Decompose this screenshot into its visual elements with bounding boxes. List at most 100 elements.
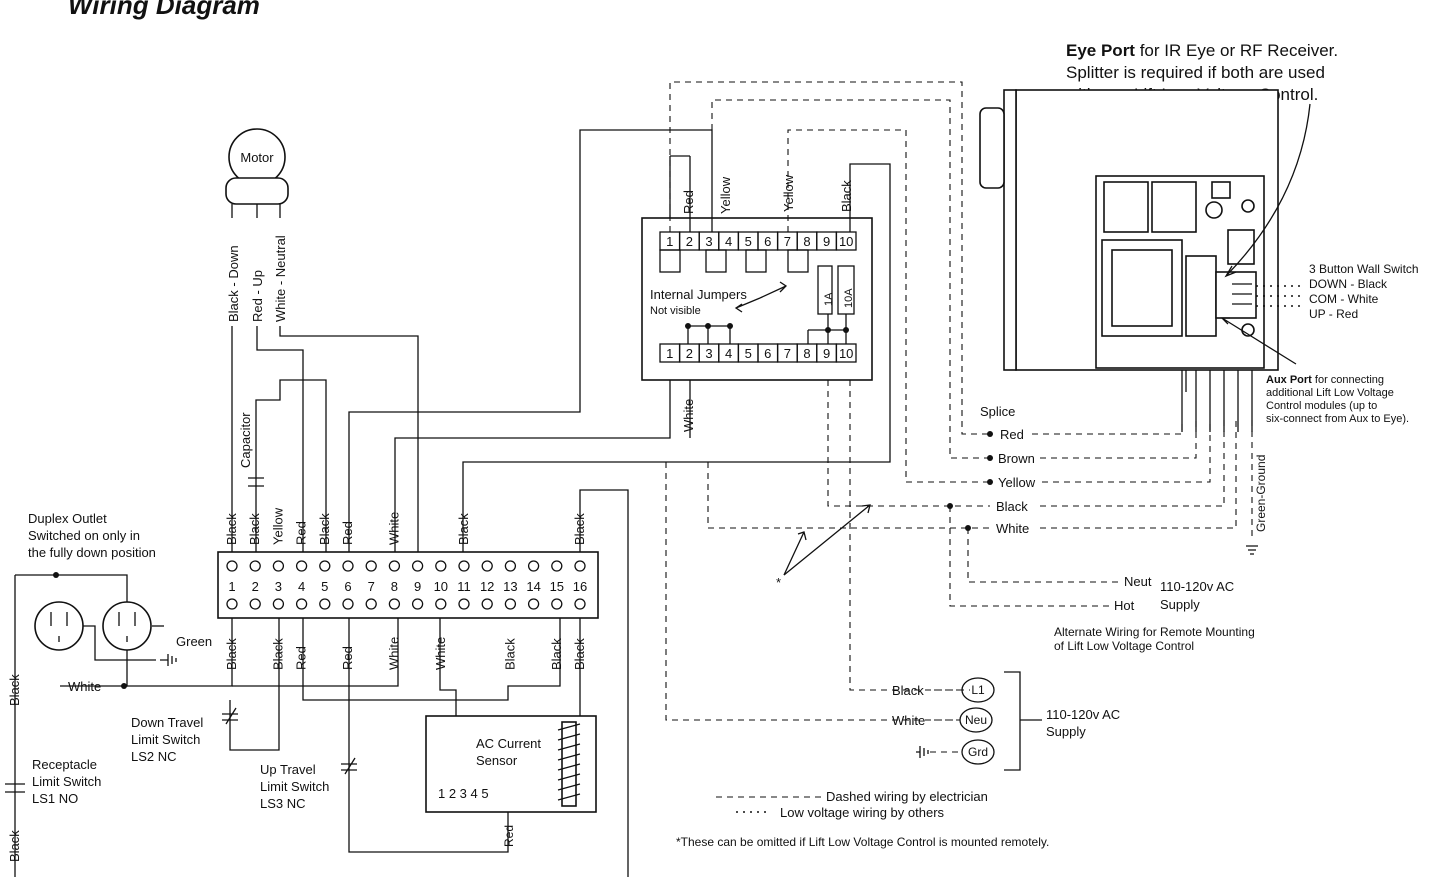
terminal-strip-number: 15 [550,579,564,594]
motor-wire-red-up: Red - Up [250,270,265,322]
terminal-strip-number: 3 [275,579,282,594]
terminal-hole-bottom [365,598,377,610]
control-terminal-top [835,231,857,251]
terminal-hole-top [551,560,563,572]
terminal-hole-bottom [226,598,238,610]
motor-wire-white-neutral: White - Neutral [273,235,288,322]
jumper-arrows [734,281,788,313]
pcb-screw-2 [1241,199,1255,213]
control-terminal-bottom-label: 3 [705,346,712,361]
fuse-1a-label: 1A [823,292,835,306]
pcb-screw-1 [1205,201,1223,219]
duplex-black-label-lower: Black [7,830,22,862]
strip-top-wire-label: White [386,512,401,545]
ac-sensor-red-label: Red [502,825,516,847]
terminal-strip-number: 7 [368,579,375,594]
control-terminal-top-label: 7 [784,234,791,249]
dashed-electrician-wiring [665,81,1120,798]
terminal-hole-top [481,560,493,572]
terminal-strip-number: 4 [298,579,305,594]
splice-yellow: Yellow [998,475,1036,490]
down-switch-line3: LS2 NC [131,749,177,764]
terminal-hole-bottom [458,598,470,610]
control-terminal-top-label: 1 [666,234,673,249]
alt-supply-hot: Hot [1114,598,1135,613]
terminal-hole-top [574,560,586,572]
terminal-hole-top [365,560,377,572]
terminal-hole-top [249,560,261,572]
strip-top-wire-label: Black [247,513,262,545]
lift-low-voltage-control [979,89,1279,432]
not-visible-label: Not visible [650,305,701,317]
control-terminal-bottom-label: 1 [666,346,673,361]
strip-bottom-wire-label: Red [340,646,355,670]
terminal-strip-number: 11 [457,579,471,594]
terminal-block-left [1185,255,1217,337]
supply-dashed [930,689,962,753]
control-terminal-top-label: 2 [686,234,693,249]
terminal-hole-bottom [504,598,517,610]
aux-port-line1: Aux Port for connecting [1266,374,1384,386]
motor-base [225,177,289,205]
terminal-hole-bottom [527,598,540,610]
terminal-hole-bottom [342,598,354,610]
relay-2 [1151,181,1197,233]
aux-port-line3: Control modules (up to [1266,400,1377,412]
terminal-hole-top [435,560,447,572]
alt-supply-line1: 110-120v AC [1160,579,1234,594]
aux-port-pointer [1220,317,1297,365]
ac-sensor-terminals: 1 2 3 4 5 [438,786,489,801]
receptacle-switch-line3: LS1 NO [32,791,78,806]
terminal-neu: Neu [965,713,987,727]
motor-wire-black-down: Black - Down [226,245,241,322]
wall-switch-down: DOWN - Black [1309,277,1388,291]
terminal-hole-top [319,560,331,572]
terminal-strip-number: 6 [344,579,351,594]
eye-port-note-line2: Splitter is required if both are used [1066,63,1325,82]
terminal-hole-top [342,560,354,572]
control-terminal-bottom-label: 8 [803,346,810,361]
splice-wires [947,431,993,531]
control-terminal-top-label: 9 [823,234,830,249]
terminal-hole-top [388,560,401,572]
terminal-hole-top [295,560,308,572]
strip-bottom-wire-label: Red [294,646,309,670]
receptacle-switch-line2: Limit Switch [32,774,101,789]
outlet-receptacle-right [102,601,152,651]
terminal-hole-bottom [574,598,586,610]
terminal-strip-number: 5 [321,579,328,594]
wall-switch-com: COM - White [1309,292,1379,306]
duplex-black-label-upper: Black [7,674,22,706]
splice-label: Splice [980,404,1015,419]
ac-sensor-line1: AC Current [476,736,541,751]
control-wire-black-label: Black [839,180,854,212]
terminal-hole-bottom [249,598,261,610]
control-terminal-bottom-label: 4 [725,346,732,361]
control-terminal-top-label: 10 [839,234,853,249]
aux-port-line4: six-connect from Aux to Eye). [1266,413,1409,425]
terminal-strip-number: 12 [480,579,494,594]
receptacle-switch-line1: Receptacle [32,757,97,772]
legend-dashed: Dashed wiring by electrician [826,789,988,804]
splice-black: Black [996,499,1028,514]
alt-supply-note2: of Lift Low Voltage Control [1054,639,1194,653]
control-terminal-top-label: 5 [745,234,752,249]
low-voltage-dotted-wiring [736,285,1304,813]
fuse-10a-label: 10A [843,288,855,308]
main-supply-line2: Supply [1046,724,1086,739]
duplex-line2: Switched on only in [28,528,140,543]
strip-bottom-wire-label: White [386,637,401,670]
duplex-line1: Duplex Outlet [28,511,107,526]
down-limit-switch [222,707,238,725]
ground-symbol [1246,545,1258,555]
splice-white: White [996,521,1029,536]
wall-switch-up: UP - Red [1309,307,1358,321]
terminal-hole-bottom [295,598,308,610]
terminal-strip-holes [226,560,586,610]
control-terminal-bottom-label: 10 [839,346,853,361]
terminal-l1: L1 [971,683,985,697]
duplex-outlet [5,572,177,877]
